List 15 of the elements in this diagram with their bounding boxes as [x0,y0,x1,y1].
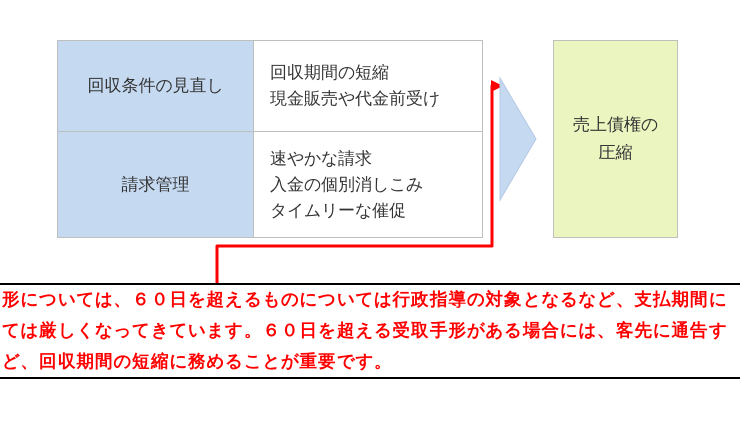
content-cell [253,40,483,132]
list-item: タイムリーな催促 [270,200,407,222]
note-text: 形については、６０日を超えるものについては行政指導の対象となるなど、支払期間にては厳しくなってきています。６０日を超える受取手形がある場合には、客先に通告すど、回収期間の短縮に務めることが重要です。 [2,288,728,374]
label-cell [57,40,254,132]
list-item: 回収期間の短縮 [270,62,390,85]
list-item: 入金の個別消しこみ [270,174,424,196]
list-item: 現金販売や代金前受け [270,88,441,111]
cell-label: 請求管理 [120,174,190,196]
cell-label: 売上債権の圧縮 [572,114,659,165]
list-item: 速やかな請求 [270,148,373,170]
result-box [553,40,678,238]
label-cell [57,131,254,238]
chevron-arrow [500,76,537,202]
cell-label: 回収条件の見直し [86,75,224,98]
content-cell [253,131,483,238]
